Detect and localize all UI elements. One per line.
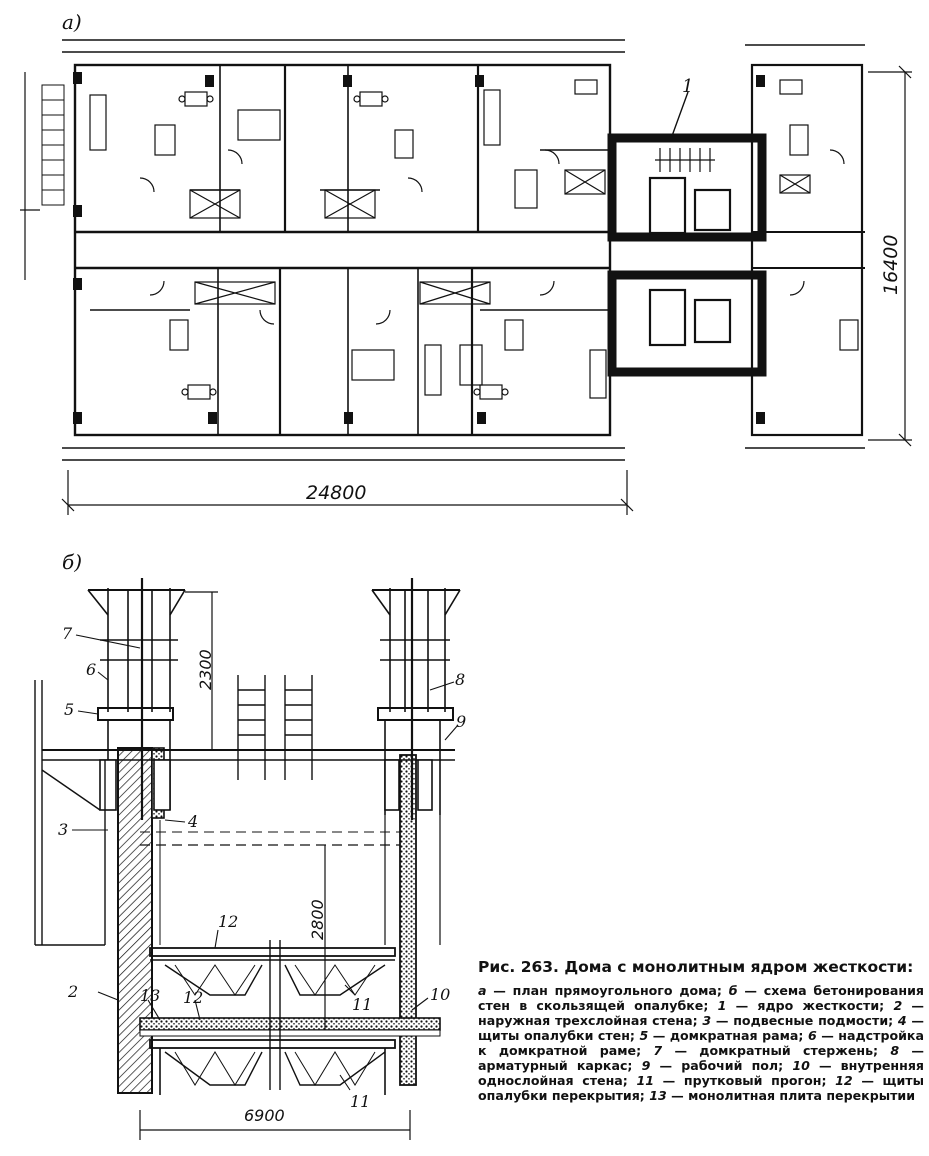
plan-dimension-lines (20, 65, 912, 515)
caption-item-text: — арматурный каркас; (478, 1043, 924, 1073)
section-dimension-lines (139, 591, 411, 1140)
caption-item-text: — монолитная плита перекрытии (666, 1088, 916, 1103)
caption-item-text: — домкратный стержень; (662, 1043, 891, 1058)
core-upper (607, 133, 767, 242)
caption-title: Рис. 263. Дома с монолитным ядром жестко… (478, 958, 914, 976)
caption-item-text: — прутковый прогон; (654, 1073, 836, 1088)
plan-columns (73, 72, 765, 424)
caption-item-text: — план прямоугольного дома; (486, 983, 729, 998)
callout-2: 2 (68, 982, 79, 1001)
caption-item-key: 6 (807, 1028, 817, 1043)
section-dim-height: 2800 (308, 899, 327, 940)
plan-dim-length: 24800 (306, 482, 367, 504)
caption-item-text: — щиты опалубки стен; (478, 1013, 924, 1043)
caption-item-key: 3 (702, 1013, 712, 1028)
caption-item-key: 2 (893, 998, 903, 1013)
caption-item-key: 11 (636, 1073, 654, 1088)
callout-4: 4 (188, 812, 199, 831)
callout-leaders (72, 634, 459, 1091)
callout-7: 7 (62, 624, 73, 643)
callout-12-upper: 12 (218, 912, 239, 931)
callout-6: 6 (86, 660, 97, 679)
caption-item-text: — схема бетонирования стен в скользящей … (478, 983, 924, 1013)
section-dim-span: 6900 (244, 1106, 285, 1125)
callout-3: 3 (58, 820, 69, 839)
suspended-scaffold (34, 680, 106, 946)
caption-item-text: — щиты опалубки перекрытия; (478, 1073, 924, 1103)
floor-plan (41, 39, 865, 461)
caption-item-key: 10 (792, 1058, 810, 1073)
caption-item-key: 13 (649, 1088, 667, 1103)
core-lower (607, 270, 767, 377)
caption-item-key: 4 (897, 1013, 907, 1028)
panel-a-label: а) (62, 10, 82, 34)
caption-item-key: 5 (639, 1028, 649, 1043)
jack-frame-right (371, 578, 461, 945)
upper-formwork (149, 947, 396, 996)
callout-9: 9 (456, 712, 467, 731)
slipform-section (34, 578, 461, 1140)
caption-item-text: — внутренняя однослойная стена; (478, 1058, 924, 1088)
plan-outline-left (73, 63, 612, 437)
callout-11-upper: 11 (352, 995, 373, 1014)
caption-item-text: — ядро жесткости; (726, 998, 894, 1013)
caption-item-text: — подвесные подмости; (711, 1013, 898, 1028)
caption-item-key: 1 (717, 998, 727, 1013)
lower-formwork (149, 1039, 396, 1095)
caption-item-text: — наружная трехслойная стена; (478, 998, 925, 1028)
caption-item-text: — надстройка к домкратной раме; (478, 1028, 924, 1058)
exterior-wall (117, 747, 153, 1094)
caption-item-key: 7 (653, 1043, 663, 1058)
caption-item-key: 8 (890, 1043, 900, 1058)
caption-item-text: — рабочий пол; (650, 1058, 793, 1073)
callout-11-lower: 11 (350, 1092, 371, 1111)
callout-8: 8 (455, 670, 466, 689)
monolithic-slab (139, 1017, 441, 1031)
panel-b-label: б) (62, 550, 83, 574)
caption-item-key: 12 (835, 1073, 853, 1088)
caption-item-key: а (478, 983, 487, 998)
callout-13: 13 (140, 986, 161, 1005)
caption-item-text: — домкратная рама; (648, 1028, 808, 1043)
plan-outline-right (750, 63, 864, 437)
middle-ladders (237, 675, 313, 780)
caption-legend: а — план прямоугольного дома; б — схема … (478, 983, 924, 1103)
caption-item-key: б (728, 983, 738, 998)
callout-10: 10 (430, 985, 451, 1004)
figure-caption: Рис. 263. Дома с монолитным ядром жестко… (478, 958, 924, 1103)
plan-callout-1: 1 (682, 76, 694, 97)
plan-dim-width: 16400 (880, 234, 902, 295)
callout-12-lower: 12 (183, 988, 204, 1007)
core-of-rigidity (607, 91, 767, 377)
section-dim-top: 2300 (196, 649, 215, 690)
callout-5: 5 (64, 700, 75, 719)
interior-wall (399, 754, 417, 1086)
caption-item-key: 9 (641, 1058, 651, 1073)
